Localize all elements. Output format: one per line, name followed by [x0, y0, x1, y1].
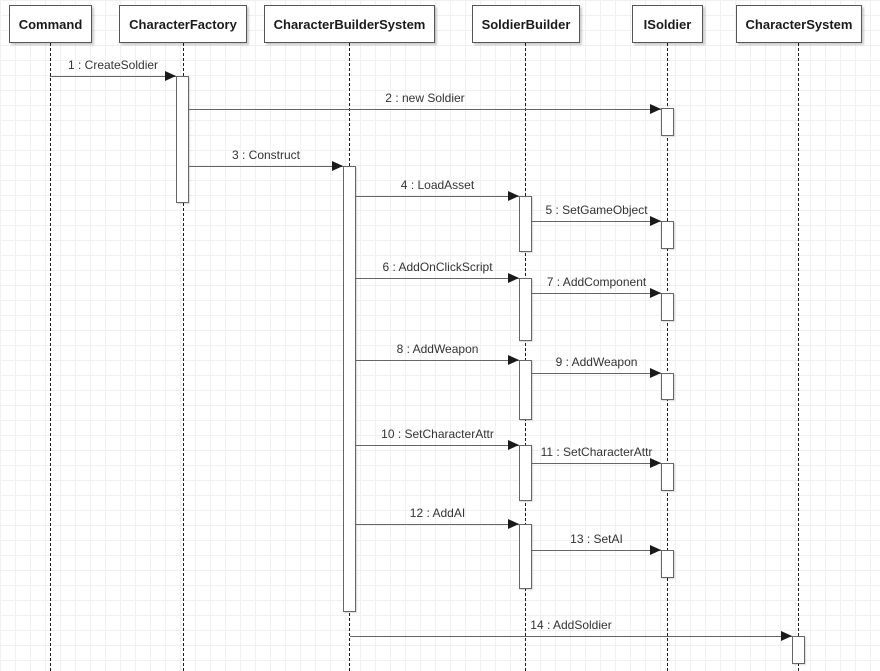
message-line[interactable] — [532, 373, 661, 374]
actor-label: SoldierBuilder — [481, 16, 571, 32]
actor-label: ISoldier — [643, 16, 692, 32]
lifeline-characterfactory[interactable] — [183, 43, 184, 671]
message-line[interactable] — [532, 463, 661, 464]
message-label: 14 : AddSoldier — [530, 618, 612, 632]
arrowhead-icon — [781, 631, 792, 641]
activation-bar-soldierbuilder-setcharacterattr[interactable] — [519, 445, 532, 501]
message-line[interactable] — [356, 360, 519, 361]
message-line[interactable] — [189, 166, 343, 167]
actor-box-soldierbuilder[interactable]: SoldierBuilder — [472, 5, 580, 43]
arrowhead-icon — [508, 355, 519, 365]
arrowhead-icon — [332, 161, 343, 171]
arrowhead-icon — [650, 458, 661, 468]
actor-label: CharacterFactory — [129, 16, 237, 32]
message-label: 9 : AddWeapon — [555, 355, 638, 369]
message-label: 12 : AddAI — [409, 506, 466, 520]
actor-label: CharacterBuilderSystem — [273, 16, 426, 32]
arrowhead-icon — [650, 104, 661, 114]
arrowhead-icon — [165, 71, 176, 81]
message-line[interactable] — [532, 293, 661, 294]
message-label: 6 : AddOnClickScript — [382, 260, 493, 274]
lifeline-soldierbuilder[interactable] — [525, 43, 526, 671]
message-label: 10 : SetCharacterAttr — [381, 427, 494, 441]
actor-box-isoldier[interactable]: ISoldier — [632, 5, 703, 43]
actor-box-command[interactable]: Command — [9, 5, 92, 43]
message-label: 5 : SetGameObject — [545, 203, 648, 217]
activation-bar-isoldier-setai[interactable] — [661, 550, 674, 578]
message-line[interactable] — [532, 221, 661, 222]
arrowhead-icon — [650, 216, 661, 226]
message-label: 2 : new Soldier — [385, 91, 465, 105]
activation-bar-soldierbuilder-loadasset[interactable] — [519, 196, 532, 252]
activation-bar-isoldier-newsoldier[interactable] — [661, 108, 674, 136]
message-line[interactable] — [356, 278, 519, 279]
message-line[interactable] — [50, 76, 176, 77]
actor-box-characterfactory[interactable]: CharacterFactory — [119, 5, 247, 43]
message-line[interactable] — [356, 196, 519, 197]
lifeline-command[interactable] — [50, 43, 51, 671]
activation-bar-charactersystem[interactable] — [792, 636, 805, 664]
actor-box-characterbuildersystem[interactable]: CharacterBuilderSystem — [264, 5, 435, 43]
activation-bar-isoldier-setgameobject[interactable] — [661, 221, 674, 249]
activation-bar-soldierbuilder-addonclickscript[interactable] — [519, 278, 532, 341]
message-line[interactable] — [189, 109, 661, 110]
arrowhead-icon — [650, 368, 661, 378]
activation-bar-isoldier-addcomponent[interactable] — [661, 293, 674, 321]
activation-bar-characterbuildersystem[interactable] — [343, 166, 356, 612]
arrowhead-icon — [508, 273, 519, 283]
message-line[interactable] — [532, 550, 661, 551]
activation-bar-isoldier-setcharacterattr[interactable] — [661, 463, 674, 491]
actor-label: Command — [18, 16, 83, 32]
message-label: 8 : AddWeapon — [396, 342, 479, 356]
message-label: 4 : LoadAsset — [400, 178, 475, 192]
message-label: 11 : SetCharacterAttr — [540, 445, 653, 459]
actor-label: CharacterSystem — [745, 16, 853, 32]
arrowhead-icon — [508, 440, 519, 450]
message-line[interactable] — [350, 636, 792, 637]
arrowhead-icon — [508, 191, 519, 201]
activation-bar-isoldier-addweapon[interactable] — [661, 373, 674, 400]
message-label: 13 : SetAI — [570, 532, 623, 546]
activation-bar-characterfactory[interactable] — [176, 76, 189, 203]
message-line[interactable] — [356, 524, 519, 525]
activation-bar-soldierbuilder-addai[interactable] — [519, 524, 532, 589]
arrowhead-icon — [650, 288, 661, 298]
message-label: 1 : CreateSoldier — [67, 58, 159, 72]
lifeline-charactersystem[interactable] — [798, 43, 799, 671]
message-line[interactable] — [356, 445, 519, 446]
lifeline-isoldier[interactable] — [667, 43, 668, 671]
actor-box-charactersystem[interactable]: CharacterSystem — [736, 5, 862, 43]
arrowhead-icon — [650, 545, 661, 555]
activation-bar-soldierbuilder-addweapon[interactable] — [519, 360, 532, 420]
message-label: 3 : Construct — [231, 148, 301, 162]
arrowhead-icon — [508, 519, 519, 529]
message-label: 7 : AddComponent — [546, 275, 647, 289]
